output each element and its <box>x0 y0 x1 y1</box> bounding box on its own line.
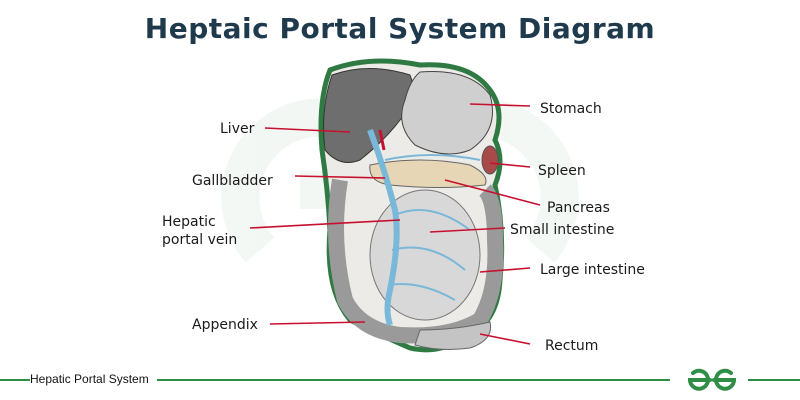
label-large-intestine: Large intestine <box>540 262 645 278</box>
footer-divider-left <box>0 379 670 381</box>
leader-stomach <box>469 103 531 107</box>
label-pancreas: Pancreas <box>547 200 610 216</box>
portal-vein-shape <box>367 128 400 326</box>
label-rectum: Rectum <box>545 338 598 354</box>
geeksforgeeks-logo-icon <box>687 368 737 391</box>
rectum-shape <box>414 321 492 350</box>
spleen-shape <box>481 145 499 175</box>
leader-pancreas <box>444 179 541 206</box>
label-stomach: Stomach <box>540 101 602 117</box>
label-spleen: Spleen <box>538 163 586 179</box>
label-gallbladder: Gallbladder <box>192 173 273 189</box>
stomach-shape <box>401 70 493 155</box>
label-liver: Liver <box>220 121 255 137</box>
label-hepatic-line1: Hepatic <box>162 214 216 230</box>
page-title: Heptaic Portal System Diagram <box>144 12 656 45</box>
leader-large-intestine <box>479 267 531 273</box>
pancreas-shape <box>369 159 487 188</box>
organ-illustration <box>318 58 505 353</box>
footer-divider-right <box>748 379 800 381</box>
labels: Liver Stomach Gallbladder Spleen Pancrea… <box>162 101 645 354</box>
leader-small-intestine <box>429 227 506 233</box>
leader-hepatic-portal-vein <box>249 219 401 229</box>
leader-rectum <box>479 333 531 345</box>
footer-caption: Hepatic Portal System <box>30 372 157 386</box>
label-appendix: Appendix <box>192 317 258 333</box>
leader-spleen <box>489 162 531 168</box>
leader-appendix <box>269 321 366 325</box>
leader-liver <box>264 127 351 133</box>
leader-gallbladder <box>294 175 386 179</box>
label-small-intestine: Small intestine <box>510 222 614 238</box>
label-hepatic-line2: portal vein <box>162 232 237 248</box>
leader-lines <box>249 103 541 345</box>
